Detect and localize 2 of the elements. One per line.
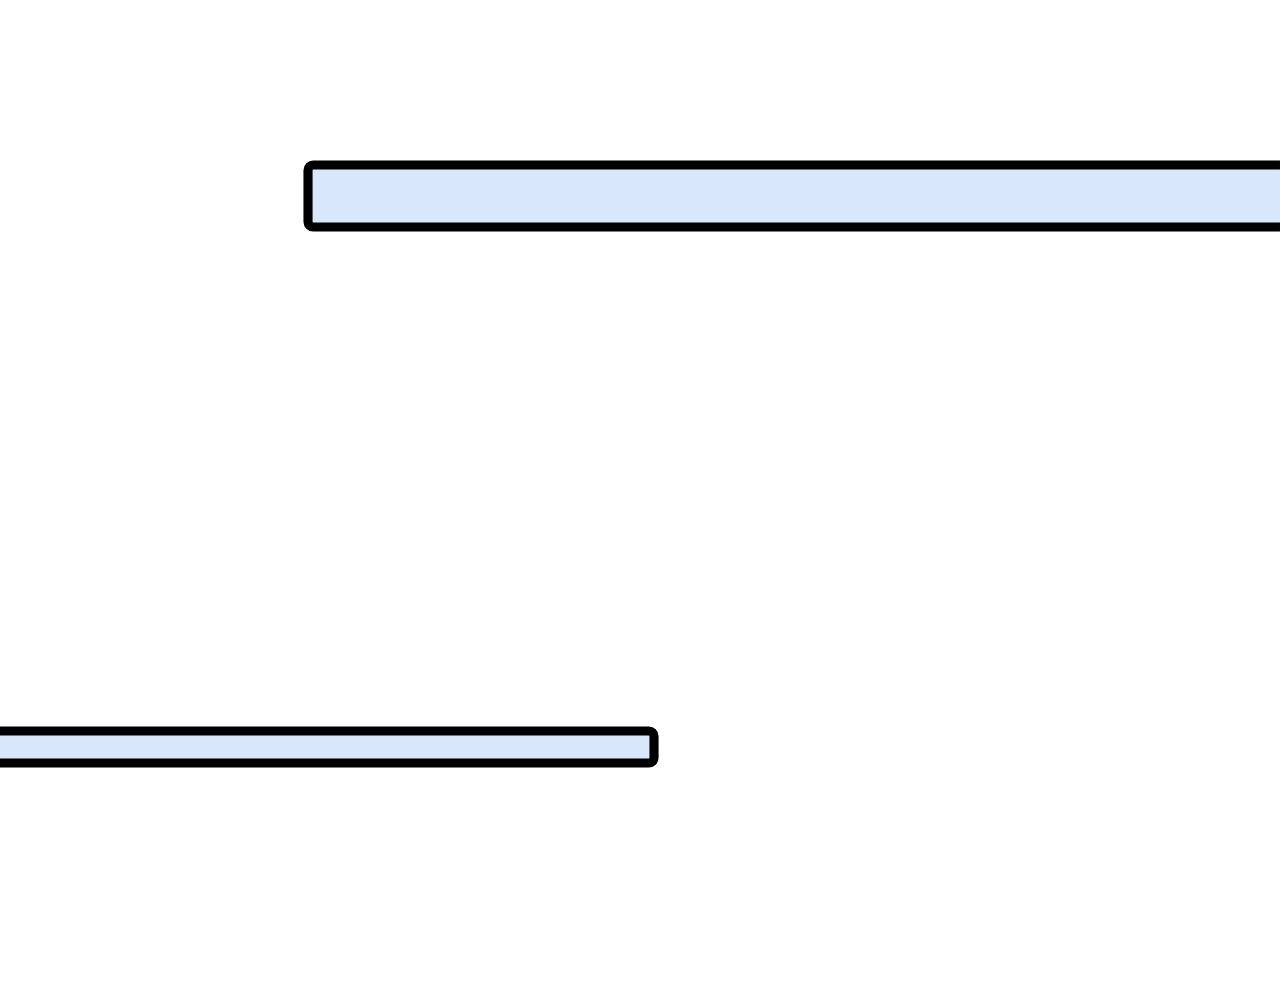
bar [0,726,659,768]
bar [303,160,1280,232]
